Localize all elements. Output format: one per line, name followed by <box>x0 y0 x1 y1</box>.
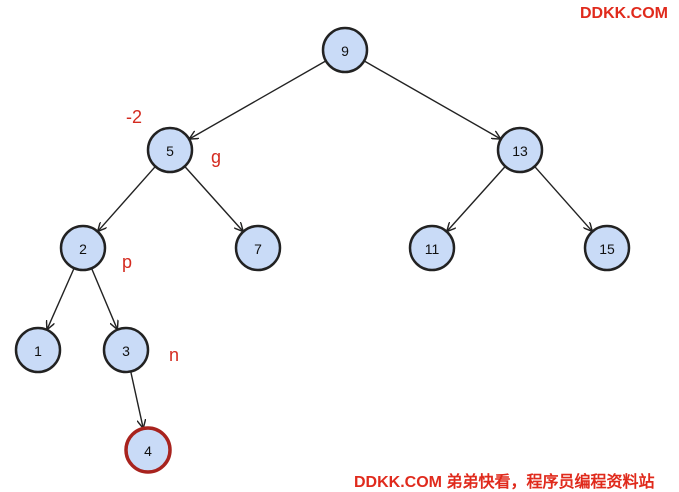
node-circle <box>408 224 456 272</box>
edge-n5-n2 <box>98 165 156 230</box>
watermark-top: DDKK.COM <box>580 5 668 22</box>
edge-n2-n3 <box>90 268 118 329</box>
node-label: 15 <box>599 241 615 257</box>
node-label: 1 <box>34 343 42 359</box>
edge-n9-n13 <box>363 60 500 139</box>
tree-node-1: 1 <box>14 326 62 374</box>
tree-node-5: 5 <box>146 126 194 174</box>
tree-node-4: 4 <box>124 426 172 474</box>
node-circle <box>124 426 172 474</box>
node-circle <box>146 126 194 174</box>
node-label: 9 <box>341 43 349 59</box>
tree-node-13: 13 <box>496 126 544 174</box>
edge-n3-n4 <box>130 371 143 427</box>
tree-node-2: 2 <box>59 224 107 272</box>
annotation-n: n <box>169 345 179 365</box>
annotation-g: g <box>211 147 221 167</box>
annotation-p: p <box>122 252 132 272</box>
node-circle <box>14 326 62 374</box>
node-label: 7 <box>254 241 262 257</box>
tree-node-9: 9 <box>321 26 369 74</box>
node-label: 4 <box>144 443 152 459</box>
node-circle <box>102 326 150 374</box>
edge-n2-n1 <box>47 267 75 329</box>
node-circle <box>234 224 282 272</box>
node-circle <box>583 224 631 272</box>
node-label: 11 <box>425 241 440 257</box>
watermark-bottom: DDKK.COM 弟弟快看，程序员编程资料站 <box>354 474 655 491</box>
edge-n5-n7 <box>184 165 243 231</box>
edge-n9-n5 <box>190 60 327 139</box>
node-label: 3 <box>122 343 130 359</box>
tree-node-15: 15 <box>583 224 631 272</box>
node-circle <box>496 126 544 174</box>
node-circle <box>321 26 369 74</box>
edges <box>47 60 592 428</box>
tree-node-7: 7 <box>234 224 282 272</box>
annotations: -2 g p n <box>122 107 221 365</box>
node-label: 5 <box>166 143 174 159</box>
annotation-balance: -2 <box>126 107 142 127</box>
edge-n13-n15 <box>534 165 592 230</box>
tree-node-11: 11 <box>408 224 456 272</box>
node-label: 2 <box>79 241 87 257</box>
edge-n13-n11 <box>447 165 506 231</box>
node-label: 13 <box>512 143 528 159</box>
node-circle <box>59 224 107 272</box>
tree-node-3: 3 <box>102 326 150 374</box>
